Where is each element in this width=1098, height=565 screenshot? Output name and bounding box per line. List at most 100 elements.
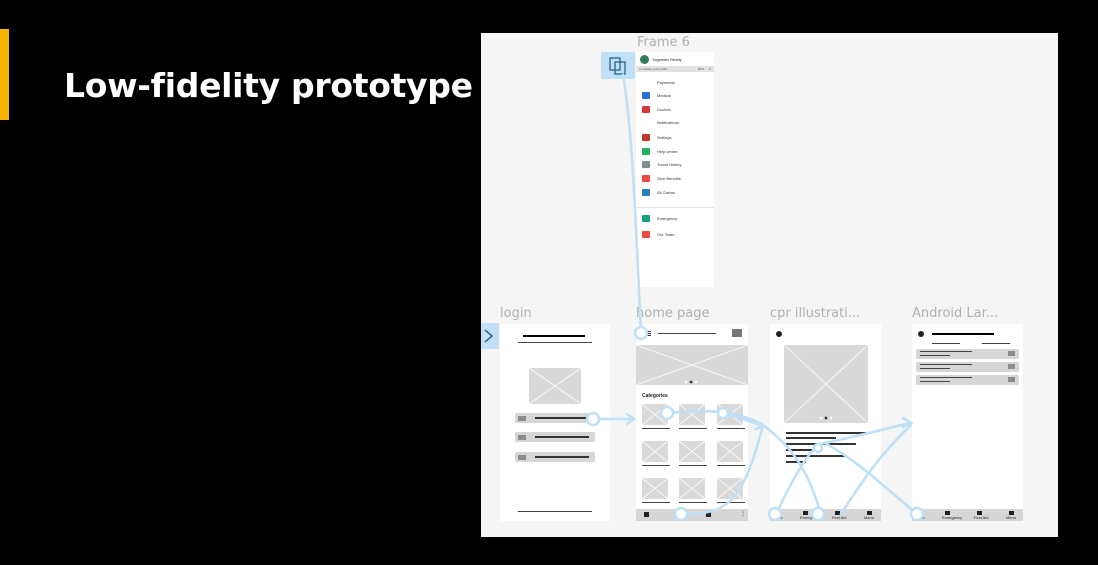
home-frame[interactable]: Categories ⋮ xyxy=(636,324,748,521)
android-list-card-1[interactable] xyxy=(916,349,1019,359)
login-option-button-2[interactable] xyxy=(515,432,595,442)
figma-canvas[interactable]: Frame 6 login home page cpr illustrati..… xyxy=(481,33,1058,537)
login-subtitle-line xyxy=(518,342,592,343)
nav-label-3[interactable]: Menu xyxy=(864,515,875,520)
back-arrow-icon[interactable] xyxy=(918,331,924,337)
nav-label-3[interactable]: Menu xyxy=(1006,515,1017,520)
back-arrow-icon[interactable] xyxy=(776,331,782,337)
drawer-item-5[interactable]: Help centre xyxy=(636,147,714,156)
profile-banner-text: Complete your profile xyxy=(639,67,668,71)
category-label-line xyxy=(679,465,707,466)
cpr-frame[interactable]: Home Emergency First Aid Menu xyxy=(770,324,881,521)
avatar xyxy=(640,55,649,64)
drawer-item-6[interactable]: Travel History xyxy=(636,160,714,169)
login-option-button-1[interactable] xyxy=(515,413,595,423)
category-tile-5[interactable] xyxy=(717,441,743,462)
login-image-placeholder xyxy=(529,368,581,404)
drawer-item-label: Our Team xyxy=(657,232,675,237)
cpr-text-line-5 xyxy=(786,455,846,457)
profile-percent: 80% xyxy=(697,67,704,71)
category-tile-7[interactable] xyxy=(679,478,705,499)
frame-label-login[interactable]: login xyxy=(500,306,532,321)
component-instance-handle[interactable] xyxy=(601,52,635,79)
frame-label-home[interactable]: home page xyxy=(636,306,710,321)
drawer-item-label: Notifications xyxy=(657,120,679,125)
home-banner-placeholder[interactable] xyxy=(636,345,748,385)
cpr-illustration-placeholder xyxy=(784,345,868,423)
android-frame[interactable]: Home Emergency First Aid Menu xyxy=(912,324,1023,521)
drawer-item-9[interactable]: Emergency xyxy=(636,214,714,223)
nav-tab-icon[interactable] xyxy=(706,512,711,517)
cpr-text-line-6 xyxy=(786,461,806,463)
home-bottom-nav[interactable]: ⋮ xyxy=(636,509,748,521)
login-frame[interactable] xyxy=(500,324,610,521)
category-label-line xyxy=(642,428,670,429)
placeholder-cross xyxy=(529,368,581,404)
play-arrow-icon xyxy=(484,329,494,343)
drawer-item-label: Help centre xyxy=(657,149,678,154)
nav-icon-1[interactable] xyxy=(945,511,950,515)
nav-icon-2[interactable] xyxy=(977,511,982,515)
hamburger-menu-icon[interactable] xyxy=(644,331,651,332)
category-tile-3[interactable] xyxy=(642,441,668,462)
category-label-line xyxy=(642,502,670,503)
close-icon[interactable]: ✕ xyxy=(708,67,711,71)
cpr-text-line-2 xyxy=(786,437,836,439)
benefits-icon xyxy=(642,175,650,182)
category-tile-4[interactable] xyxy=(679,441,705,462)
category-label-line xyxy=(679,428,707,429)
drawer-user-name: Yogender Reddy xyxy=(652,57,682,62)
drawer-item-1[interactable]: Medical xyxy=(636,91,714,100)
category-label-line xyxy=(717,428,745,429)
login-option-button-3[interactable] xyxy=(515,452,595,462)
android-bottom-nav[interactable]: Home Emergency First Aid Menu xyxy=(912,509,1023,521)
drawer-item-label: Give Benefits xyxy=(657,176,681,181)
flow-start-handle[interactable] xyxy=(481,323,499,349)
android-list-card-3[interactable] xyxy=(916,375,1019,385)
cpr-text-line-1 xyxy=(786,432,866,434)
category-tile-2[interactable] xyxy=(717,404,743,425)
nav-label-1[interactable]: Emergency xyxy=(942,515,963,520)
drawer-item-7[interactable]: Give Benefits xyxy=(636,174,714,183)
drawer-item-label: All Claims xyxy=(657,190,675,195)
component-icon xyxy=(609,57,626,75)
home-header-icon[interactable] xyxy=(732,329,742,337)
nav-label-0[interactable]: Home xyxy=(772,515,783,520)
drawer-item-2[interactable]: Doctors xyxy=(636,105,714,114)
nav-label-1[interactable]: Emergency xyxy=(800,515,821,520)
drawer-item-3[interactable]: Notifications xyxy=(636,118,714,127)
category-tile-0[interactable] xyxy=(642,404,668,425)
drawer-item-label: Medical xyxy=(657,93,671,98)
profile-banner[interactable]: Complete your profile 80% ✕ xyxy=(636,66,714,72)
category-tile-1[interactable] xyxy=(679,404,705,425)
frame-label-android[interactable]: Android Lar... xyxy=(912,306,999,321)
drawer-item-0[interactable]: Payments xyxy=(636,78,714,87)
more-vert-icon[interactable]: ⋮ xyxy=(740,511,746,517)
android-list-card-2[interactable] xyxy=(916,362,1019,372)
drawer-item-4[interactable]: Settings xyxy=(636,133,714,142)
frame-label-cpr[interactable]: cpr illustrati... xyxy=(770,306,861,321)
drawer-item-10[interactable]: Our Team xyxy=(636,230,714,239)
drawer-item-label: Emergency xyxy=(657,216,678,221)
cpr-bottom-nav[interactable]: Home Emergency First Aid Menu xyxy=(770,509,881,521)
category-tile-6[interactable] xyxy=(642,478,668,499)
help-icon xyxy=(642,148,650,155)
nav-icon-3[interactable] xyxy=(1009,511,1014,515)
cpr-text-line-4 xyxy=(786,449,816,451)
category-tile-8[interactable] xyxy=(717,478,743,499)
android-title-line xyxy=(932,333,994,335)
category-label-line xyxy=(679,502,707,503)
drawer-item-8[interactable]: All Claims xyxy=(636,188,714,197)
frame6-drawer[interactable]: Yogender Reddy Complete your profile 80%… xyxy=(636,52,714,287)
frame-label-frame6[interactable]: Frame 6 xyxy=(637,35,690,50)
nav-label-2[interactable]: First Aid xyxy=(832,515,847,520)
android-tab-line-1 xyxy=(932,343,960,344)
home-icon[interactable] xyxy=(644,512,649,517)
team-icon xyxy=(642,231,650,238)
android-tab-line-2 xyxy=(982,343,1010,344)
category-label-line xyxy=(642,465,670,466)
nav-label-2[interactable]: First Aid xyxy=(974,515,989,520)
nav-label-0[interactable]: Home xyxy=(914,515,925,520)
drawer-item-label: Travel History xyxy=(657,162,682,167)
claims-icon xyxy=(642,189,650,196)
